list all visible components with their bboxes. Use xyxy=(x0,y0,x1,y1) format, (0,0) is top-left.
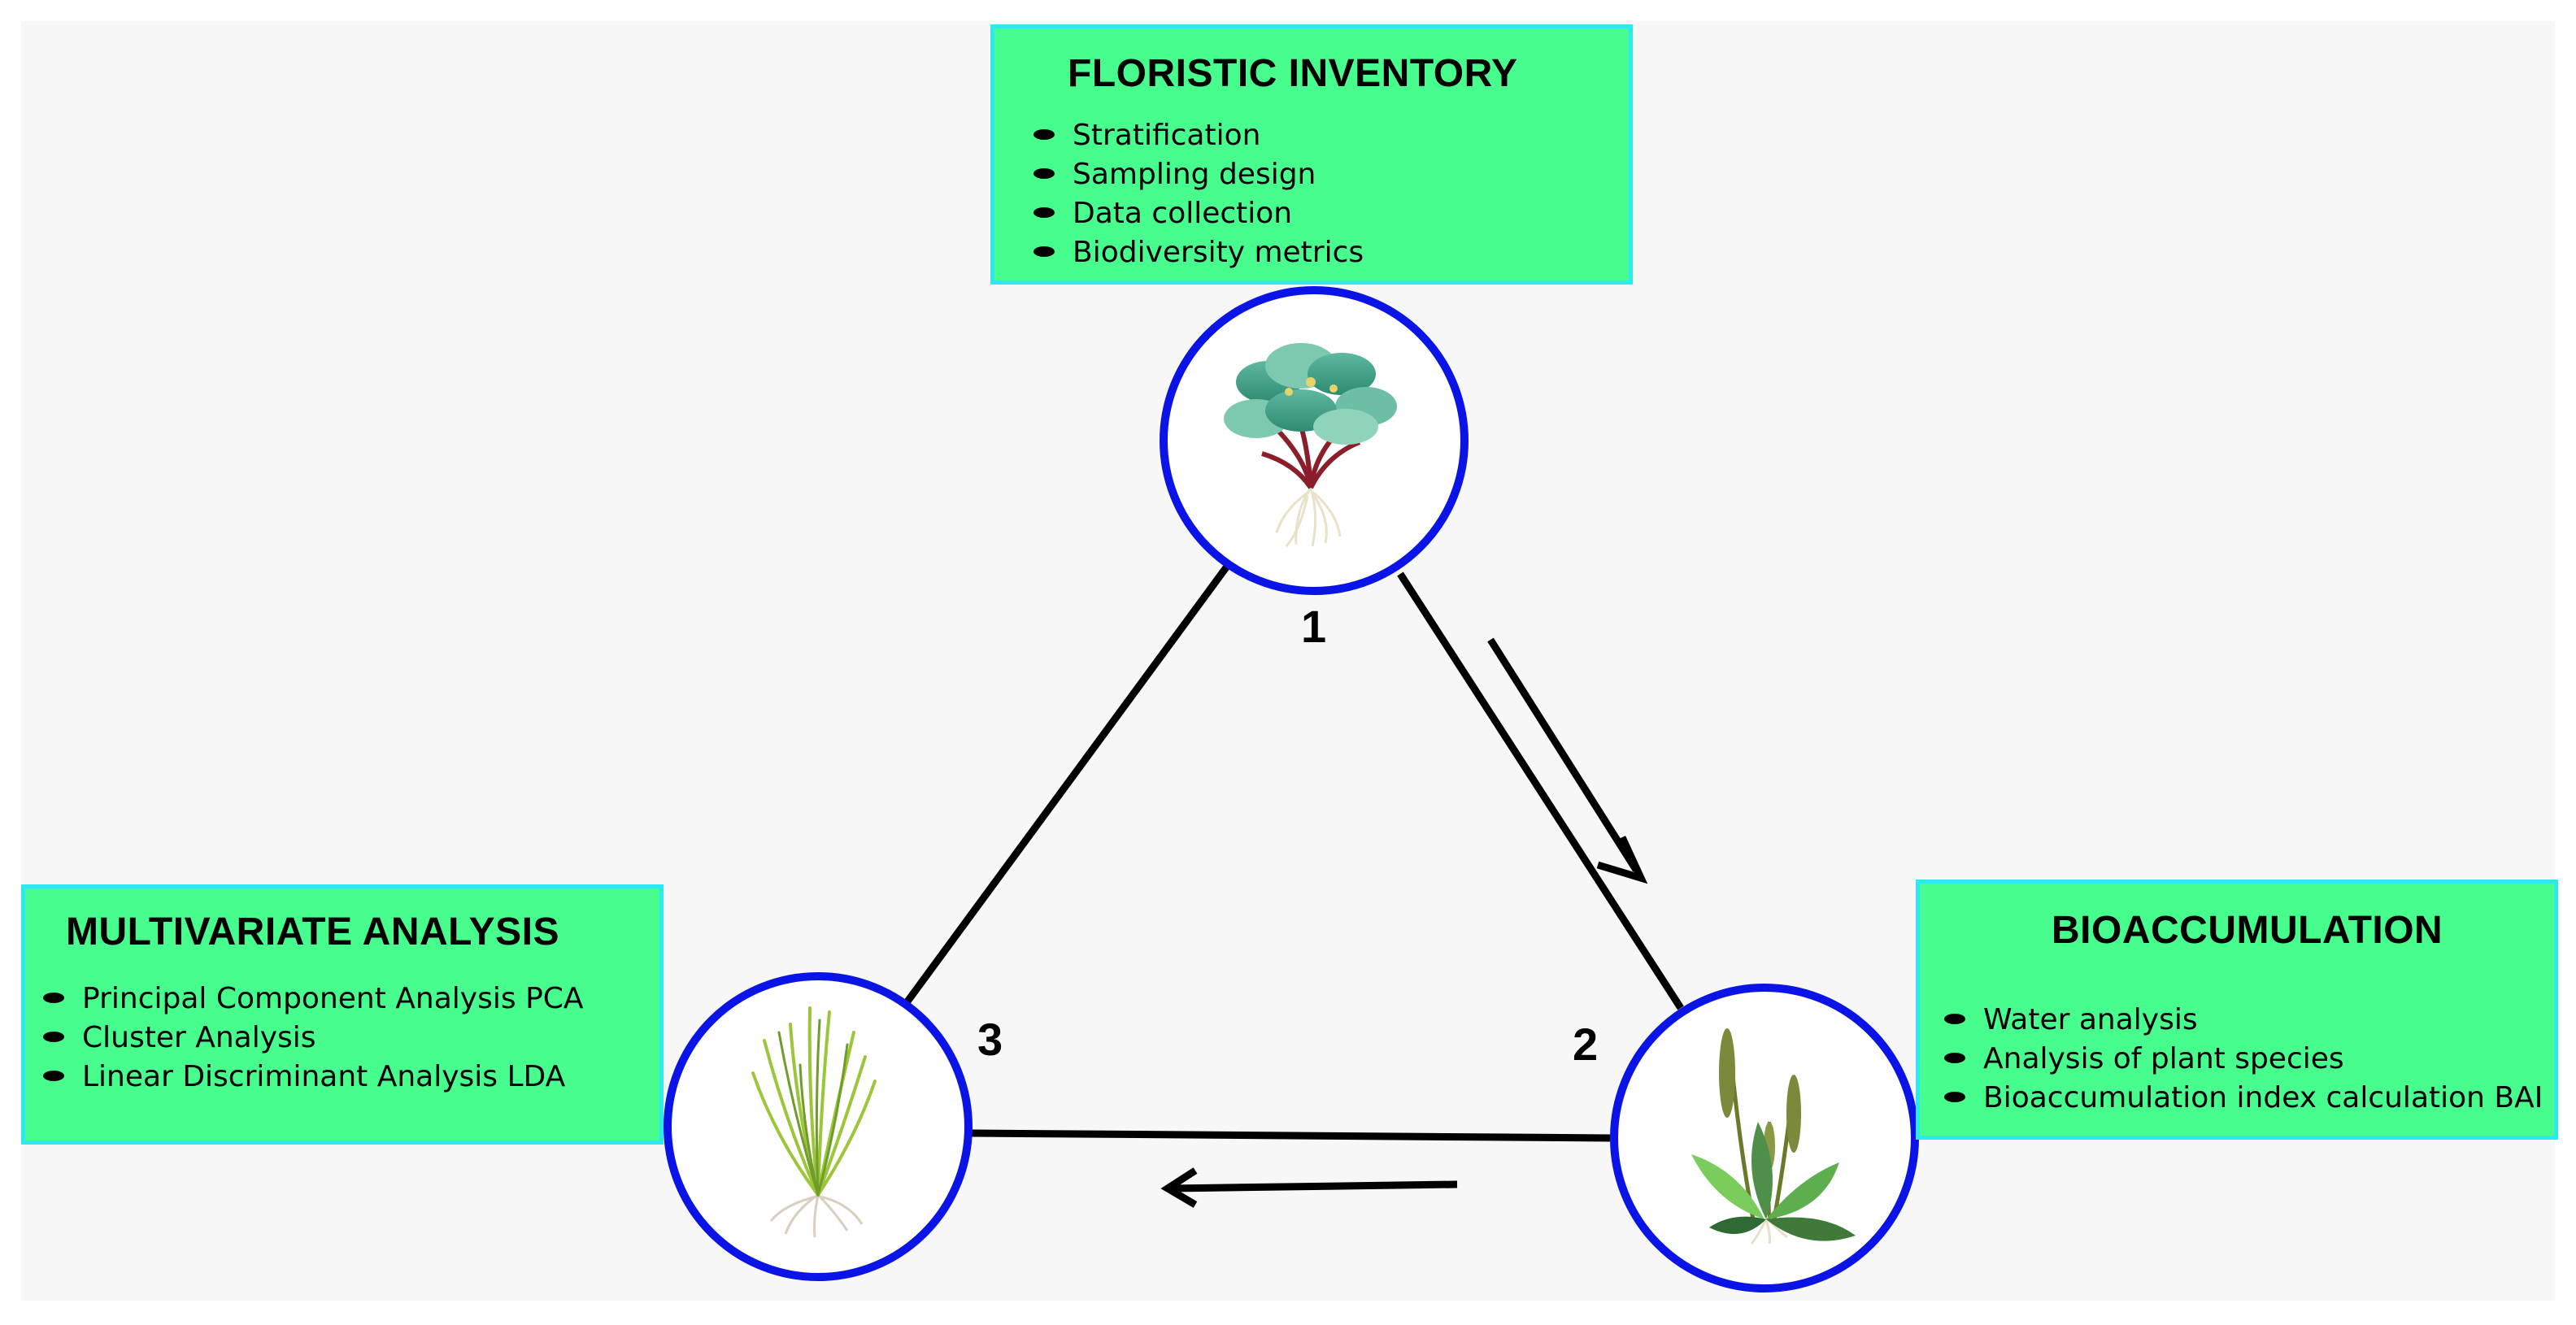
node-circle-1 xyxy=(1160,286,1469,595)
bullet-icon xyxy=(43,1071,64,1081)
bullet-icon xyxy=(1944,1014,1965,1024)
list-item: Biodiversity metrics xyxy=(1033,233,1364,272)
grass-tuft-icon xyxy=(751,1006,877,1238)
bullet-icon xyxy=(1033,207,1055,218)
floristic-inventory-box: FLORISTIC INVENTORY Stratification Sampl… xyxy=(990,24,1633,285)
bioaccumulation-list: Water analysis Analysis of plant species… xyxy=(1944,1001,2543,1118)
node-label-3: 3 xyxy=(977,1014,1003,1065)
pennywort-plant-icon xyxy=(1224,343,1397,547)
multivariate-analysis-title: MULTIVARIATE ANALYSIS xyxy=(66,910,559,954)
bullet-icon xyxy=(1033,129,1055,140)
list-item: Cluster Analysis xyxy=(43,1019,584,1058)
list-item: Stratification xyxy=(1033,116,1364,155)
bioaccumulation-box: BIOACCUMULATION Water analysis Analysis … xyxy=(1916,880,2558,1140)
list-item: Analysis of plant species xyxy=(1944,1040,2543,1079)
list-item: Principal Component Analysis PCA xyxy=(43,980,584,1019)
edge-3-1 xyxy=(904,565,1229,1004)
bullet-icon xyxy=(1033,246,1055,257)
bullet-icon xyxy=(43,1032,64,1042)
bullet-icon xyxy=(43,993,64,1003)
floristic-inventory-list: Stratification Sampling design Data coll… xyxy=(1033,116,1364,272)
multivariate-analysis-list: Principal Component Analysis PCA Cluster… xyxy=(43,980,584,1097)
arrow-2-to-3 xyxy=(1160,1167,1458,1208)
list-item: Bioaccumulation index calculation BAI xyxy=(1944,1079,2543,1118)
list-item: Water analysis xyxy=(1944,1001,2543,1040)
bullet-icon xyxy=(1944,1053,1965,1063)
plantain-plant-icon xyxy=(1691,1028,1856,1245)
node-circle-3 xyxy=(664,972,973,1281)
multivariate-analysis-box: MULTIVARIATE ANALYSIS Principal Componen… xyxy=(21,884,664,1145)
edge-2-3 xyxy=(971,1129,1611,1142)
floristic-inventory-title: FLORISTIC INVENTORY xyxy=(1068,52,1518,95)
bullet-icon xyxy=(1033,168,1055,179)
list-item: Linear Discriminant Analysis LDA xyxy=(43,1058,584,1097)
bullet-icon xyxy=(1944,1092,1965,1102)
edge-1-2 xyxy=(1397,571,1684,1010)
node-label-2: 2 xyxy=(1573,1019,1599,1070)
node-label-1: 1 xyxy=(1301,601,1327,652)
list-item: Data collection xyxy=(1033,194,1364,233)
arrow-1-to-2 xyxy=(1487,637,1648,884)
list-item: Sampling design xyxy=(1033,155,1364,194)
bioaccumulation-title: BIOACCUMULATION xyxy=(2052,909,2443,952)
